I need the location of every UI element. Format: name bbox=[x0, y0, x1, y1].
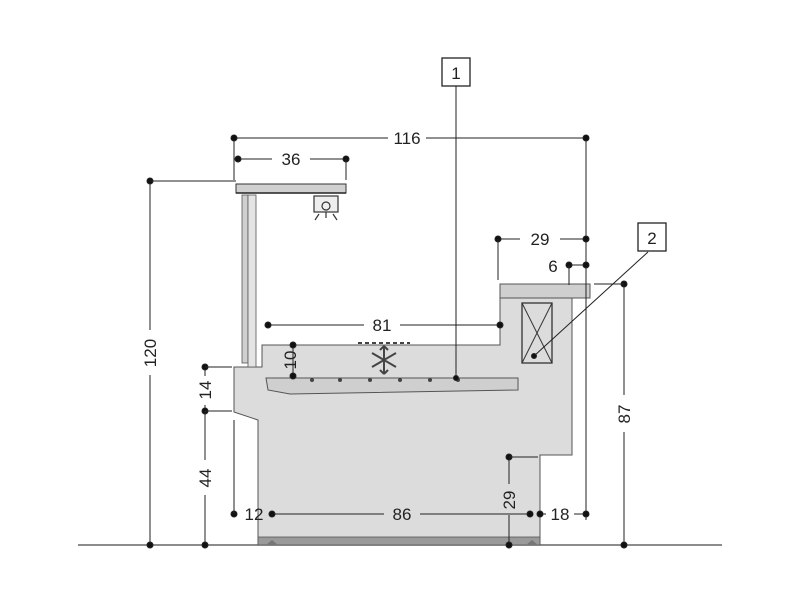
base-plate bbox=[257, 536, 541, 546]
callout-1-box bbox=[441, 57, 471, 87]
dim-canopy-width: 36 bbox=[282, 150, 301, 169]
dim-toe-right: 18 bbox=[551, 505, 570, 524]
deck-markers bbox=[310, 378, 460, 382]
cabinet-body bbox=[233, 283, 591, 546]
dim-base-height: 44 bbox=[196, 469, 215, 488]
dim-display-width: 81 bbox=[373, 316, 392, 335]
canopy bbox=[235, 183, 347, 368]
dim-well-depth: 10 bbox=[281, 351, 300, 370]
dim-step-height: 29 bbox=[500, 491, 519, 510]
dim-counter-height: 14 bbox=[196, 381, 215, 400]
dim-toe-left: 12 bbox=[245, 505, 264, 524]
dim-rear-cabinet-width: 29 bbox=[531, 230, 550, 249]
dim-cabinet-height: 87 bbox=[615, 405, 634, 424]
dim-base-width: 86 bbox=[393, 505, 412, 524]
rear-cabinet-top bbox=[499, 283, 591, 299]
dim-overall-width: 116 bbox=[393, 129, 420, 148]
rear-panel bbox=[521, 302, 553, 364]
dim-rear-offset: 6 bbox=[548, 257, 557, 276]
callout-2-label: 2 bbox=[647, 229, 656, 248]
snowflake-icon bbox=[358, 342, 410, 375]
foot-right bbox=[526, 540, 538, 545]
callout-1-label: 1 bbox=[451, 64, 460, 83]
display-deck bbox=[265, 377, 519, 395]
dim-total-height: 120 bbox=[141, 339, 160, 367]
callout-2-box bbox=[637, 222, 667, 252]
dimension-lines bbox=[146, 86, 649, 549]
lamp-icon bbox=[313, 195, 339, 221]
foot-left bbox=[266, 540, 278, 545]
